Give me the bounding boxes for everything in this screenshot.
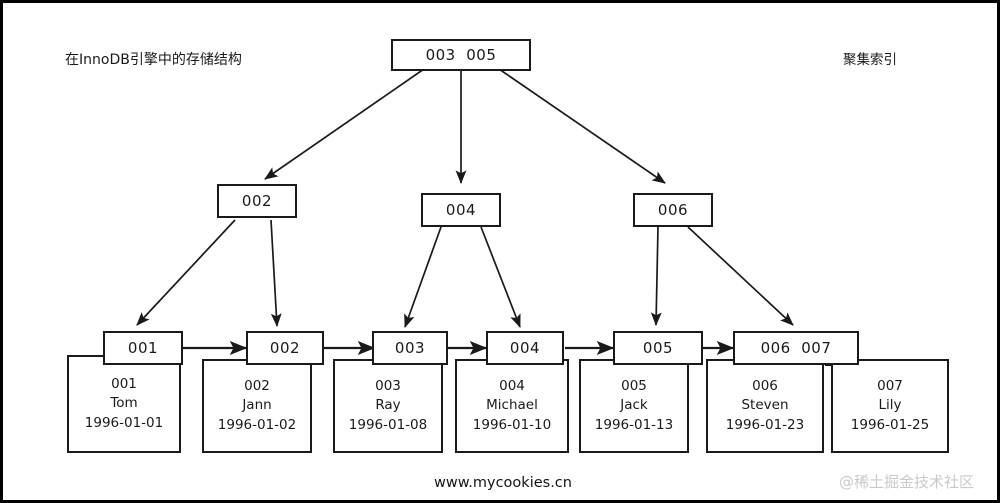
leaf-index-label: 005 bbox=[642, 339, 674, 357]
internal-node-label: 004 bbox=[445, 201, 477, 219]
record-id: 001 bbox=[111, 375, 137, 392]
record-date: 1996-01-10 bbox=[472, 416, 552, 433]
record-name: Jann bbox=[242, 397, 272, 414]
internal-node-004[interactable]: 004 bbox=[421, 193, 501, 227]
record-id: 005 bbox=[621, 377, 647, 394]
leaf-index-label: 001 bbox=[127, 339, 159, 357]
leaf-index-004[interactable]: 004 bbox=[486, 331, 564, 365]
record-date: 1996-01-25 bbox=[850, 416, 930, 433]
record-box[interactable]: 006 Steven 1996-01-23 bbox=[706, 359, 824, 453]
record-name: Ray bbox=[375, 397, 401, 414]
leaf-index-label: 003 bbox=[394, 339, 426, 357]
record-id: 002 bbox=[244, 377, 270, 394]
record-id: 003 bbox=[375, 377, 401, 394]
leaf-index-label: 002 bbox=[269, 339, 301, 357]
record-date: 1996-01-02 bbox=[217, 416, 297, 433]
watermark: @稀土掘金技术社区 bbox=[839, 473, 975, 491]
record-date: 1996-01-08 bbox=[348, 416, 428, 433]
root-node-label: 003 005 bbox=[425, 46, 497, 64]
record-box[interactable]: 005 Jack 1996-01-13 bbox=[579, 359, 689, 453]
leaf-index-002[interactable]: 002 bbox=[246, 331, 324, 365]
root-node[interactable]: 003 005 bbox=[391, 39, 531, 71]
internal-node-006[interactable]: 006 bbox=[633, 193, 713, 227]
record-date: 1996-01-23 bbox=[725, 416, 805, 433]
record-name: Steven bbox=[741, 397, 789, 414]
diagram-title-right: 聚集索引 bbox=[843, 52, 897, 68]
site-url: www.mycookies.cn bbox=[434, 475, 572, 491]
record-box[interactable]: 001 Tom 1996-01-01 bbox=[67, 355, 181, 453]
record-name: Tom bbox=[110, 395, 138, 412]
leaf-index-006-007[interactable]: 006 007 bbox=[733, 331, 859, 365]
internal-node-label: 006 bbox=[657, 201, 689, 219]
internal-node-label: 002 bbox=[241, 192, 273, 210]
diagram-title-left: 在InnoDB引擎中的存储结构 bbox=[65, 52, 242, 68]
record-id: 007 bbox=[877, 377, 903, 394]
record-box[interactable]: 002 Jann 1996-01-02 bbox=[202, 359, 312, 453]
leaf-index-label: 006 007 bbox=[760, 339, 832, 357]
leaf-index-001[interactable]: 001 bbox=[103, 331, 183, 365]
record-id: 004 bbox=[499, 377, 525, 394]
record-date: 1996-01-01 bbox=[84, 414, 164, 431]
record-box[interactable]: 004 Michael 1996-01-10 bbox=[455, 359, 569, 453]
record-box[interactable]: 003 Ray 1996-01-08 bbox=[333, 359, 443, 453]
record-name: Michael bbox=[486, 397, 538, 414]
leaf-index-label: 004 bbox=[509, 339, 541, 357]
record-id: 006 bbox=[752, 377, 778, 394]
internal-node-002[interactable]: 002 bbox=[217, 184, 297, 218]
record-date: 1996-01-13 bbox=[594, 416, 674, 433]
record-name: Lily bbox=[878, 397, 902, 414]
record-box[interactable]: 007 Lily 1996-01-25 bbox=[831, 359, 949, 453]
leaf-index-003[interactable]: 003 bbox=[372, 331, 448, 365]
leaf-index-005[interactable]: 005 bbox=[613, 331, 703, 365]
record-name: Jack bbox=[620, 397, 648, 414]
